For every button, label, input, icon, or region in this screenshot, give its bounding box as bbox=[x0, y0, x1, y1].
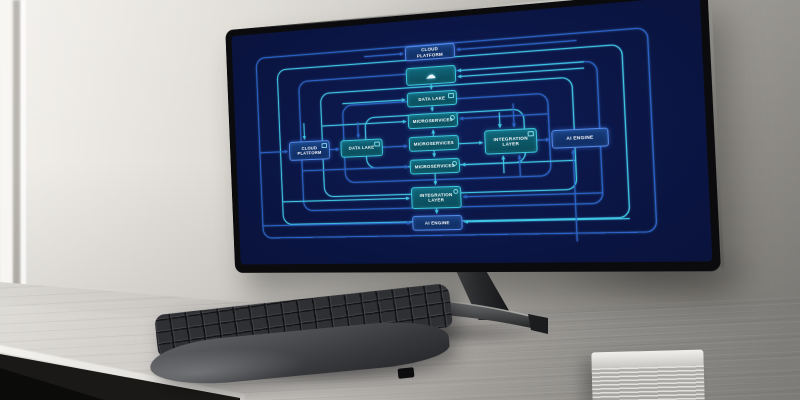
node-label: MICROSERVICES bbox=[414, 162, 456, 170]
keyboard-foot bbox=[397, 367, 415, 379]
node-label: INTEGRATION LAYER bbox=[419, 191, 453, 203]
diagram-node-integration-layer-right: INTEGRATION LAYER bbox=[484, 127, 538, 155]
node-label: MICROSERVICES bbox=[413, 139, 455, 147]
window-light-column bbox=[0, 0, 13, 312]
node-badge-icon bbox=[451, 160, 458, 166]
diagram-node-data-lake-left: DATA LAKE bbox=[340, 138, 384, 158]
diagram-node-data-lake: DATA LAKE bbox=[406, 89, 458, 108]
node-badge-icon bbox=[452, 188, 459, 194]
node-label: AI ENGINE bbox=[424, 220, 450, 226]
node-badge-icon bbox=[447, 92, 455, 98]
monitor-screen: CLOUD PLATFORM ☁ DATA LAKE MICROSERVICES… bbox=[231, 0, 712, 264]
node-badge-icon bbox=[374, 140, 380, 147]
node-badge-icon bbox=[449, 114, 455, 121]
node-label: INTEGRATION LAYER bbox=[493, 135, 528, 147]
window-frame-highlight bbox=[21, 0, 26, 300]
diagram-node-microservices-2: MICROSERVICES bbox=[408, 134, 460, 152]
diagram-node-integration-layer-bottom: INTEGRATION LAYER bbox=[410, 185, 462, 210]
node-label: DATA LAKE bbox=[418, 95, 446, 102]
node-badge-icon bbox=[321, 142, 328, 148]
diagram-node-microservices-1: MICROSERVICES bbox=[407, 111, 459, 130]
diagram-node-cloud-gateway: ☁ bbox=[405, 64, 457, 87]
node-label: MICROSERVICES bbox=[412, 116, 453, 124]
diagram-node-ai-engine-bottom: AI ENGINE bbox=[412, 214, 463, 231]
ultrawide-monitor-bezel: CLOUD PLATFORM ☁ DATA LAKE MICROSERVICES… bbox=[225, 0, 721, 273]
diagram-connections bbox=[231, 0, 712, 264]
node-label: AI ENGINE bbox=[566, 134, 594, 142]
diagram-node-cloud-platform-left: CLOUD PLATFORM bbox=[288, 140, 331, 161]
node-label: CLOUD PLATFORM bbox=[416, 46, 444, 59]
window-frame-seam bbox=[13, 0, 20, 304]
stand-base-foot bbox=[528, 314, 548, 334]
diagram-node-microservices-3: MICROSERVICES bbox=[409, 157, 461, 175]
node-badge-icon bbox=[527, 130, 534, 137]
cloud-icon: ☁ bbox=[425, 68, 437, 82]
notebook bbox=[591, 349, 705, 400]
node-label: DATA LAKE bbox=[348, 145, 375, 152]
diagram-node-ai-engine-right: AI ENGINE bbox=[551, 127, 610, 149]
